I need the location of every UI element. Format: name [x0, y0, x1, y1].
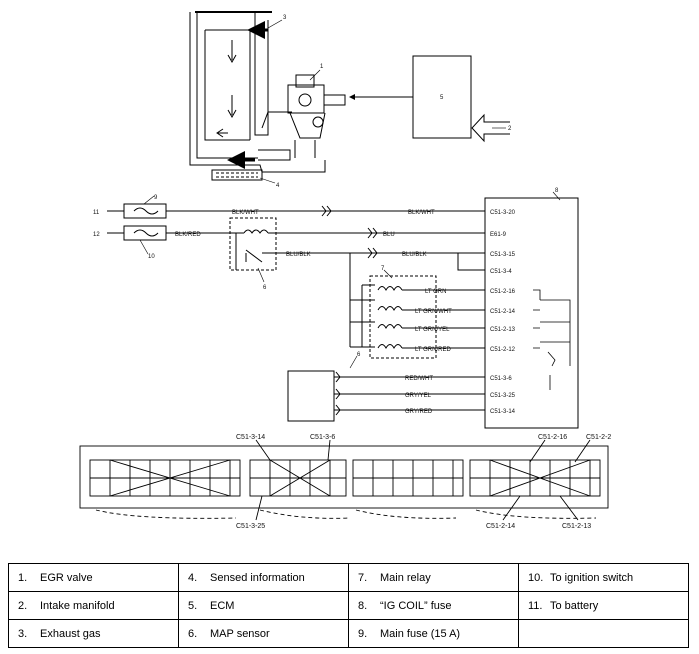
legend-cell: 10.To ignition switch — [518, 563, 689, 592]
wire-label: GRY/RED — [405, 409, 433, 415]
callout-2: 2 — [508, 126, 512, 132]
legend-cell: 7.Main relay — [348, 563, 519, 592]
legend-row: 1.EGR valve 4.Sensed information 7.Main … — [8, 563, 689, 592]
terminal-label: C51-2-12 — [490, 347, 516, 353]
terminal-label: C51-2-14 — [490, 309, 516, 315]
wire-label: LT GRN/RED — [415, 347, 451, 353]
legend-table: 1.EGR valve 4.Sensed information 7.Main … — [8, 563, 689, 648]
callout-10: 10 — [148, 254, 155, 260]
wire-label: BLU — [383, 232, 395, 238]
wire-label: GRY/YEL — [405, 393, 432, 399]
main-relay — [229, 217, 278, 271]
terminal-label: C51-3-6 — [490, 376, 512, 382]
callout-3: 3 — [283, 15, 287, 21]
legend-cell — [518, 619, 689, 648]
ecm-box-top — [412, 55, 472, 139]
connector-label: C51-2-13 — [562, 523, 591, 530]
intake-manifold-drawing — [189, 11, 326, 181]
wire-label: LT GRN/YEL — [415, 327, 450, 333]
ecm-connectors — [79, 439, 609, 521]
legend-cell: 9.Main fuse (15 A) — [348, 619, 519, 648]
ecm-box — [484, 197, 579, 429]
legend-cell: 11.To battery — [518, 591, 689, 620]
connector-label: C51-2-16 — [538, 434, 567, 441]
wire-label: BLK/WHT — [232, 210, 259, 216]
connector-label: C51-2-2 — [586, 434, 611, 441]
callout-7: 7 — [381, 266, 385, 272]
map-sensor-box — [287, 370, 335, 422]
callout-6-map: 6 — [357, 352, 361, 358]
terminal-label: C51-3-25 — [490, 393, 516, 399]
terminal-label: C51-3-14 — [490, 409, 516, 415]
sensed-information-arrow — [471, 113, 510, 143]
connector-label: C51-2-14 — [486, 523, 515, 530]
egr-valve — [287, 74, 346, 158]
egr-stepper-coils — [349, 253, 485, 359]
callout-12: 12 — [93, 232, 100, 238]
legend-cell: 2.Intake manifold — [8, 591, 179, 620]
legend-cell: 4.Sensed information — [178, 563, 349, 592]
connector-label: C51-3-6 — [310, 434, 335, 441]
callout-11: 11 — [93, 210, 100, 216]
map-sensor-wires — [334, 376, 485, 411]
connector-label: C51-3-25 — [236, 523, 265, 530]
callout-4: 4 — [276, 183, 280, 189]
connector-label: C51-3-14 — [236, 434, 265, 441]
legend-row: 3.Exhaust gas 6.MAP sensor 9.Main fuse (… — [8, 619, 689, 648]
wire-label: RED/WHT — [405, 376, 433, 382]
legend-cell: 6.MAP sensor — [178, 619, 349, 648]
wire-label: BLK/RED — [175, 232, 201, 238]
terminal-label: E61-9 — [490, 232, 507, 238]
callout-1: 1 — [320, 64, 324, 70]
wire-label: LT GRN/WHT — [415, 309, 452, 315]
terminal-label: C51-2-16 — [490, 289, 516, 295]
wire-label: LT GRN — [425, 289, 446, 295]
wire-label: BLU/BLK — [402, 252, 427, 258]
legend-cell: 5.ECM — [178, 591, 349, 620]
wire-label: BLU/BLK — [286, 252, 311, 258]
callout-8: 8 — [555, 188, 559, 194]
callout-6: 6 — [263, 285, 267, 291]
wire-label: BLK/WHT — [408, 210, 435, 216]
terminal-label: C51-3-4 — [490, 269, 512, 275]
wiring-diagram: 1 3 4 5 2 8 9 11 12 10 6 7 6 BLK/WHT BLK… — [79, 11, 611, 530]
legend-cell: 1.EGR valve — [8, 563, 179, 592]
terminal-label: C51-3-20 — [490, 210, 516, 216]
legend-row: 2.Intake manifold 5.ECM 8.“IG COIL” fuse… — [8, 591, 689, 620]
ecm-internal-circuits — [533, 289, 571, 390]
callout-5: 5 — [440, 95, 444, 101]
legend-cell: 3.Exhaust gas — [8, 619, 179, 648]
legend-cell: 8.“IG COIL” fuse — [348, 591, 519, 620]
wiring — [107, 203, 485, 416]
terminal-label: C51-3-15 — [490, 252, 516, 258]
terminal-label: C51-2-13 — [490, 327, 516, 333]
callout-9: 9 — [154, 195, 158, 201]
